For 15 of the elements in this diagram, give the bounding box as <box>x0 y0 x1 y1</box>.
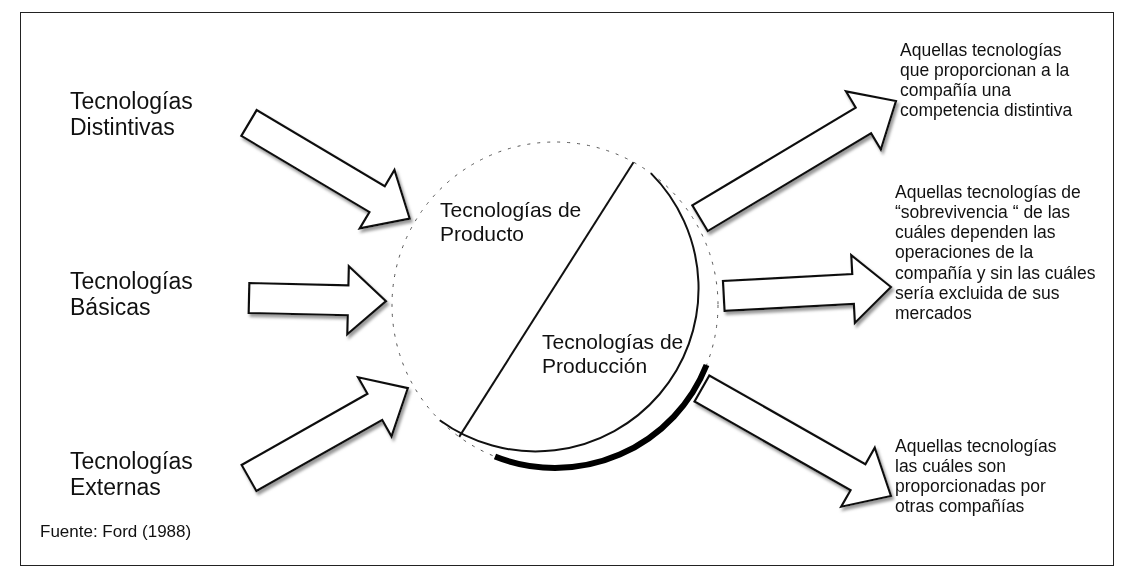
block-arrow <box>239 108 412 230</box>
block-arrow <box>690 89 898 233</box>
block-arrow <box>240 375 410 493</box>
block-arrow <box>721 252 893 326</box>
segment-label: Tecnologías de Producción <box>542 330 685 379</box>
description-text: Aquellas tecnologías que proporcionan a la compañía una competencia distintiva <box>900 40 1074 121</box>
category-label: Tecnologías Externas <box>70 448 194 501</box>
description-text: Aquellas tecnologías de “sobrevivencia “ de las cuáles dependen las operaciones de la compañía y sin las cuáles sería excluida de sus mercados <box>895 182 1097 323</box>
category-label: Tecnologías Distintivas <box>70 88 194 141</box>
block-arrow <box>693 374 893 509</box>
block-arrow <box>247 263 388 337</box>
segment-label: Tecnologías de Producto <box>440 198 583 247</box>
source-note: Fuente: Ford (1988) <box>40 522 192 542</box>
description-text: Aquellas tecnologías las cuáles son proporcionadas por otras compañías <box>895 436 1058 517</box>
category-label: Tecnologías Básicas <box>70 268 194 321</box>
